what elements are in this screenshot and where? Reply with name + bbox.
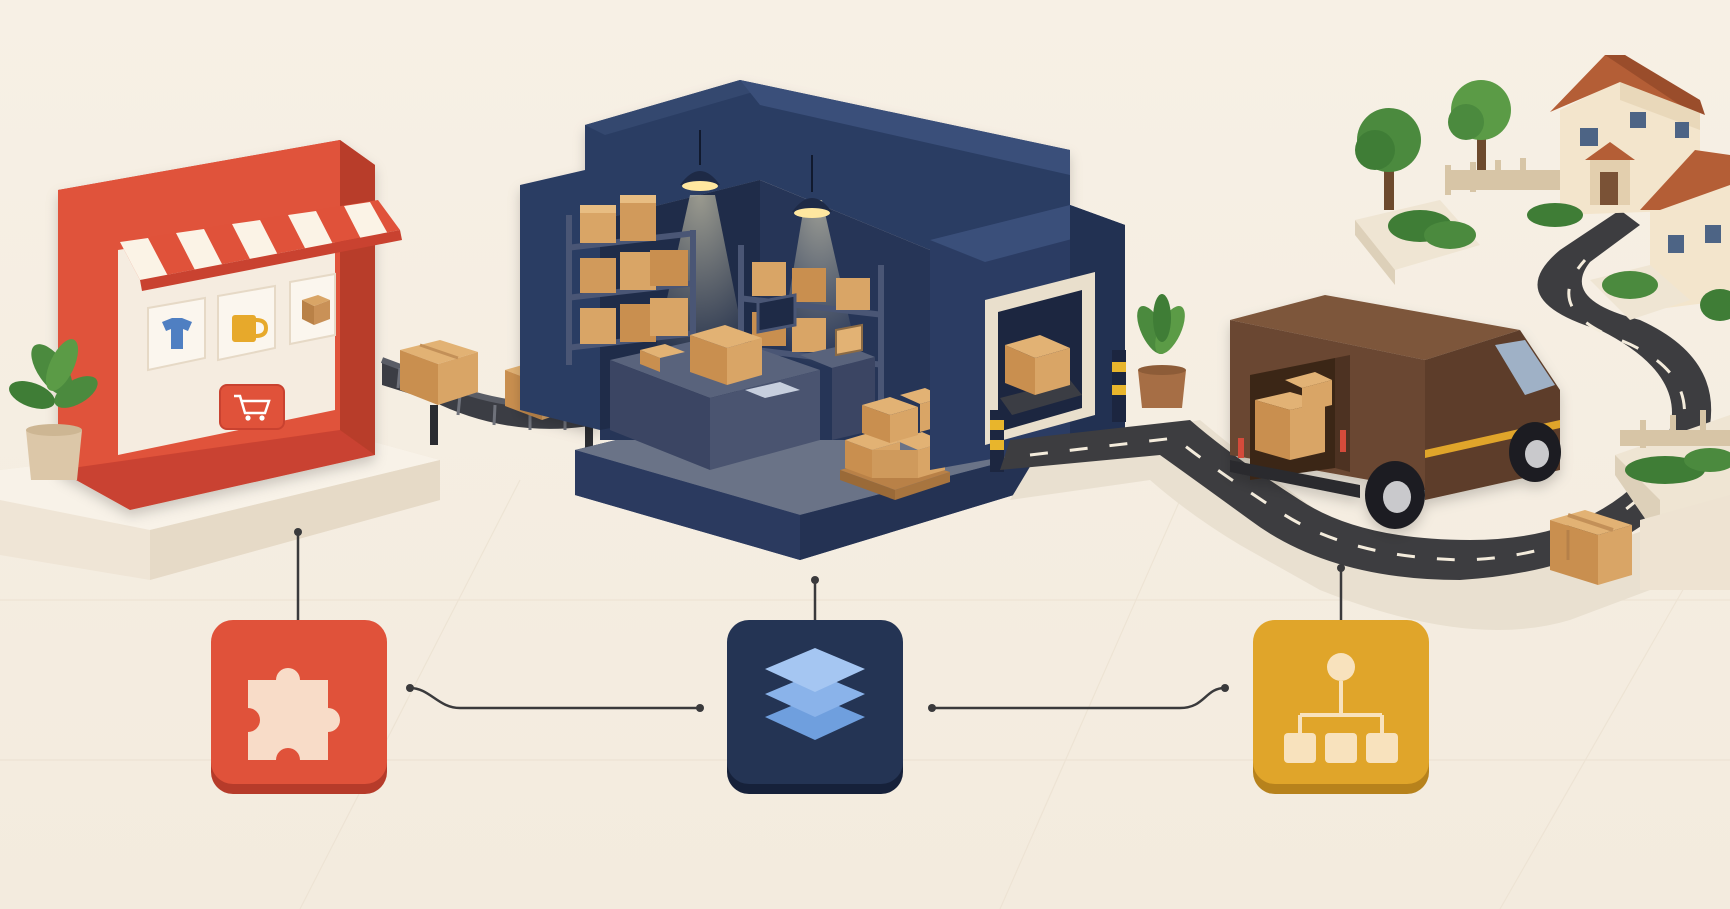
- warehouse: [520, 80, 1186, 560]
- storefront-tile: [211, 620, 387, 794]
- loading-dock: [930, 205, 1126, 472]
- puzzle-piece-icon: [248, 668, 340, 760]
- conveyor-box-1: [400, 340, 478, 405]
- neighborhood: [1355, 55, 1730, 590]
- house: [1550, 55, 1705, 215]
- delivery-van: [1230, 295, 1561, 529]
- tshirt-icon: [147, 296, 206, 372]
- wheel: [1509, 422, 1561, 482]
- box-icon: [289, 272, 336, 346]
- wheel: [1365, 461, 1425, 529]
- house: [1640, 150, 1730, 310]
- layers-stack-icon: [765, 648, 865, 740]
- tree: [1355, 108, 1421, 210]
- connector-lines: [296, 532, 1343, 710]
- packing-table: [610, 293, 820, 470]
- warehouse-tile: [727, 620, 903, 794]
- potted-plant: [1137, 294, 1186, 408]
- pallet-boxes: [840, 388, 950, 500]
- delivered-box: [1550, 510, 1632, 585]
- shelving-unit: [566, 195, 696, 370]
- tree: [1448, 80, 1511, 175]
- delivery-tile: [1253, 620, 1429, 794]
- ceiling-lamp: [680, 130, 720, 191]
- connector-dots: [294, 528, 1345, 712]
- shelving-unit: [738, 245, 884, 405]
- storefront: [0, 140, 440, 580]
- mug-icon: [217, 284, 276, 362]
- shopping-cart-icon: [219, 384, 285, 430]
- potted-plant: [9, 339, 98, 480]
- hierarchy-tree-icon: [1284, 653, 1398, 763]
- ceiling-lamp: [792, 155, 832, 218]
- striped-awning: [120, 200, 402, 291]
